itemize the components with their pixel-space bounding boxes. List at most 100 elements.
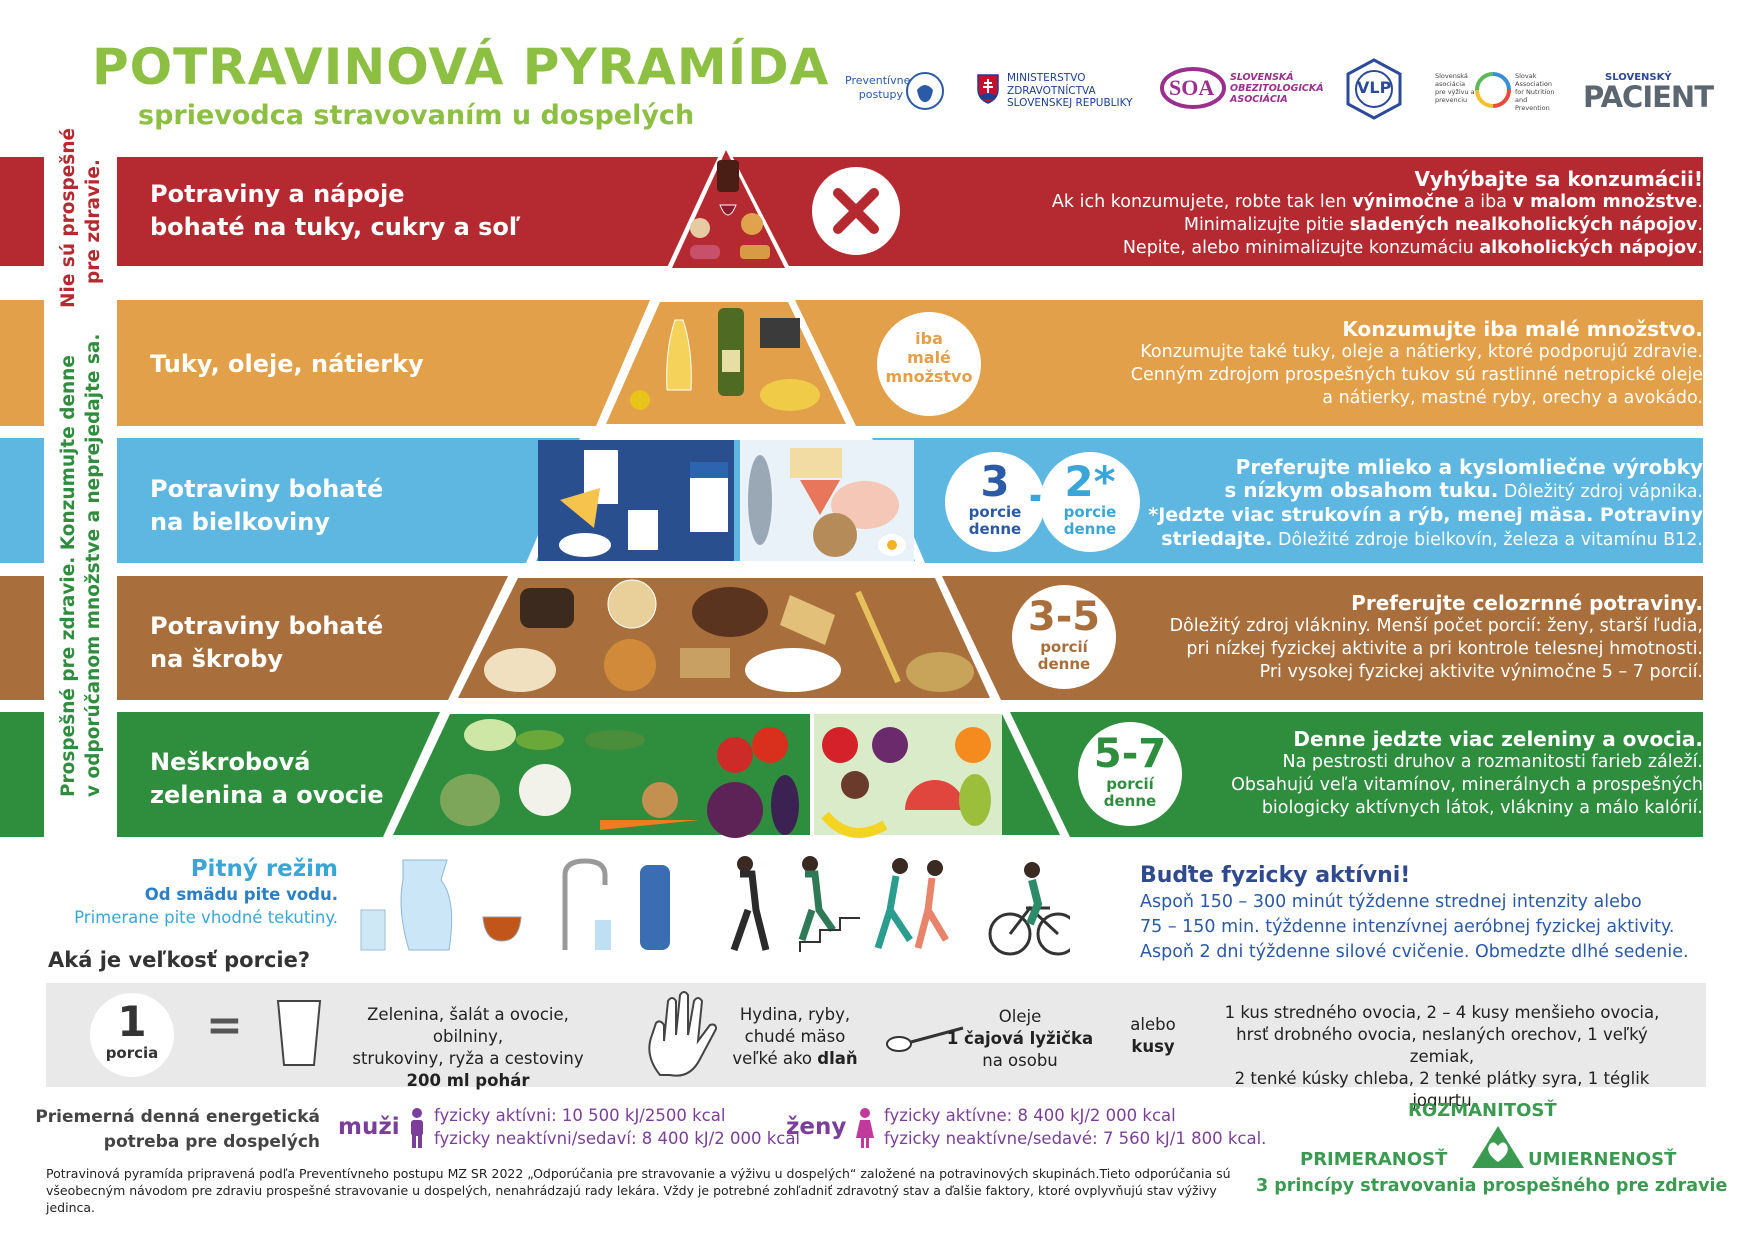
side-block-red <box>0 157 44 266</box>
band-red-description: Vyhýbajte sa konzumácii! Ak ich konzumuj… <box>943 168 1703 260</box>
band-orange-label: Tuky, oleje, nátierky <box>150 348 424 381</box>
portion-badge-num: 1 <box>117 997 147 1046</box>
small-amount-badge: iba malé množstvo <box>877 312 981 416</box>
band-orange-label-line1: Tuky, oleje, nátierky <box>150 350 424 378</box>
band-blue-line2: *Jedzte viac strukovín a rýb, menej mäsa… <box>1148 504 1703 526</box>
band-green-label-line1: Neškrobová <box>150 748 311 776</box>
starch-badge: 3-5 porcií denne <box>1012 585 1116 689</box>
band-brown-description: Preferujte celozrnné potraviny. Dôležitý… <box>1143 592 1703 684</box>
band-blue-description: Preferujte mlieko a kyslomliečne výrobky… <box>1143 456 1703 552</box>
drinks-line2: Primerane pite vhodné tekutiny. <box>74 908 338 927</box>
pyramid-graphic <box>383 150 1070 838</box>
band-red-label-line2: bohaté na tuky, cukry a soľ <box>150 213 521 241</box>
men-energy-line1: fyzicky aktívni: 10 500 kJ/2500 kcal <box>434 1106 726 1125</box>
band-blue-label: Potraviny bohaté na bielkoviny <box>150 473 383 539</box>
band-orange-line1: Konzumujte také tuky, oleje a nátierky, … <box>1140 342 1703 362</box>
band-blue-label-line1: Potraviny bohaté <box>150 475 384 503</box>
activity-title: Buďte fyzicky aktívni! <box>1140 863 1411 888</box>
band-brown-label-line1: Potraviny bohaté <box>150 612 384 640</box>
men-energy-line2: fyzicky neaktívni/sedaví: 8 400 kJ/2 000… <box>434 1129 801 1148</box>
cycling-person-icon <box>988 862 1070 956</box>
principles-caption: 3 princípy stravovania prospešného pre z… <box>1256 1176 1728 1196</box>
women-label: ženy <box>786 1114 847 1140</box>
activity-block: Buďte fyzicky aktívni! Aspoň 150 – 300 m… <box>1140 862 1689 965</box>
small-amount-badge-line3: množstvo <box>885 367 973 386</box>
portion-hand-line1: Hydina, ryby, <box>739 1005 851 1024</box>
rainbow-ring-icon <box>1475 72 1511 108</box>
vegetables-fruit-icon <box>440 714 1002 838</box>
protein-badge-3-line1: porcie <box>968 503 1022 521</box>
portion-spoon-bold: 1 čajová lyžička <box>946 1029 1094 1048</box>
portion-cup-line1: Zelenina, šalát a ovocie, obilniny, <box>367 1005 569 1046</box>
portion-pieces-line2: hrsť drobného ovocia, neslaných orechov,… <box>1236 1025 1648 1066</box>
band-blue-line1: s nízkym obsahom tuku. Dôležitý zdroj vá… <box>1224 478 1703 503</box>
man-icon <box>411 1108 423 1148</box>
protein-badge-3-line2: denne <box>968 520 1022 538</box>
avoid-badge <box>812 167 900 255</box>
vegetable-badge-line1: porcií <box>1106 775 1154 793</box>
tea-cup-icon <box>482 916 522 942</box>
band-red-line1: Ak ich konzumujete, robte tak len výnimo… <box>1051 192 1703 212</box>
principle-top: ROZMANITOSŤ <box>1408 1100 1557 1121</box>
protein-badge-2-line1: porcie <box>1063 503 1117 521</box>
starch-food-icon <box>484 579 974 692</box>
portion-pieces-line3: 2 tenké kúsky chleba, 2 tenké plátky syr… <box>1234 1069 1650 1110</box>
band-orange-description: Konzumujte iba malé množstvo. Konzumujte… <box>943 318 1703 410</box>
band-brown-label-line2: na škroby <box>150 645 284 673</box>
activity-line1: Aspoň 150 – 300 minút týždenne strednej … <box>1140 892 1642 912</box>
band-green-line1: Na pestrosti druhov a rozmanitosti farie… <box>1282 752 1703 772</box>
logo-slovensky-pacient: SLOVENSKÝ PACIENT <box>1583 72 1714 114</box>
heart-triangle-icon <box>1472 1126 1524 1168</box>
logo-sapvp-left: Slovenská asociácia pre výživu a prevenc… <box>1435 72 1475 104</box>
logo-preventivne-postupy: Preventívne postupy <box>845 66 950 112</box>
principle-right: UMIERNENOSŤ <box>1528 1149 1677 1170</box>
portion-badge-unit: porcia <box>105 1044 159 1062</box>
band-brown-line2: pri nízkej fyzickej aktivite a pri kontr… <box>1186 639 1703 659</box>
portion-cup-line2: strukoviny, ryža a cestoviny <box>352 1049 584 1068</box>
portion-pieces-bold: kusy <box>1131 1037 1175 1056</box>
band-green-label: Neškrobová zelenina a ovocie <box>150 746 384 812</box>
portion-hand-text: Hydina, ryby, chudé mäso veľké ako dlaň <box>720 1004 870 1070</box>
vegetable-badge-line2: denne <box>1103 792 1157 810</box>
oils-food-icon <box>630 308 820 411</box>
women-energy-line1: fyzicky aktívne: 8 400 kJ/2 000 kcal <box>884 1106 1176 1125</box>
logo-vlp: VLP <box>1345 58 1403 120</box>
activity-illustration <box>730 856 1070 956</box>
band-brown-line3: Pri vysokej fyzickej aktivite výnimočne … <box>1259 662 1703 682</box>
logo-ministerstvo-line3: SLOVENSKEJ REPUBLIKY <box>1007 97 1133 109</box>
logo-soa: SOA SLOVENSKÁ OBEZITOLOGICKÁ ASOCIÁCIA <box>1160 66 1324 112</box>
band-red-heading: Vyhýbajte sa konzumácii! <box>1414 167 1703 191</box>
protein-badge-2: 2* porcie denne <box>1040 452 1140 552</box>
logo-preventivne-text: Preventívne postupy <box>845 74 911 101</box>
water-jug-icon <box>400 859 453 951</box>
side-block-green <box>0 712 44 837</box>
band-red-line3: Nepite, alebo minimalizujte konzumáciu a… <box>1122 238 1703 258</box>
portion-cup-bold: 200 ml pohár <box>406 1071 530 1090</box>
portion-hand-line2: chudé mäso <box>744 1027 846 1046</box>
apple-icon <box>906 72 944 110</box>
men-label: muži <box>338 1114 400 1140</box>
logo-soa-line2: OBEZITOLOGICKÁ <box>1230 83 1324 94</box>
band-red-line2: Minimalizujte pitie sladených nealkoholi… <box>1183 215 1703 235</box>
footnote: Potravinová pyramída pripravená podľa Pr… <box>46 1165 1256 1216</box>
portion-pieces-text: 1 kus stredného ovocia, 2 – 4 kusy menši… <box>1212 1002 1672 1112</box>
portion-equals: = <box>206 1000 243 1051</box>
running-people-icon <box>874 858 950 950</box>
portion-badge: 1 porcia <box>90 993 174 1077</box>
logo-soa-line1: SLOVENSKÁ <box>1230 72 1294 83</box>
band-green-label-line2: zelenina a ovocie <box>150 781 384 809</box>
teaspoon-icon <box>886 1026 964 1052</box>
portion-or-text: alebo kusy <box>1117 1014 1189 1058</box>
band-brown-line1: Dôležitý zdroj vlákniny. Menší počet por… <box>1169 616 1703 636</box>
portion-bar <box>46 983 1706 1087</box>
portion-spoon-top: Oleje <box>998 1007 1042 1026</box>
page-subtitle: sprievodca stravovaním u dospelých <box>138 100 695 131</box>
energy-label-line2: potreba pre dospelých <box>103 1132 320 1152</box>
band-red-label: Potraviny a nápoje bohaté na tuky, cukry… <box>150 178 520 244</box>
portion-spoon-text: Oleje 1 čajová lyžička na osobu <box>945 1006 1095 1072</box>
energy-label-line1: Priemerná denná energetická <box>35 1107 320 1127</box>
band-brown-label: Potraviny bohaté na škroby <box>150 610 383 676</box>
men-energy-text: fyzicky aktívni: 10 500 kJ/2500 kcal fyz… <box>434 1104 800 1150</box>
starch-badge-num: 3-5 <box>1027 594 1101 640</box>
band-brown-heading: Preferujte celozrnné potraviny. <box>1351 591 1703 615</box>
